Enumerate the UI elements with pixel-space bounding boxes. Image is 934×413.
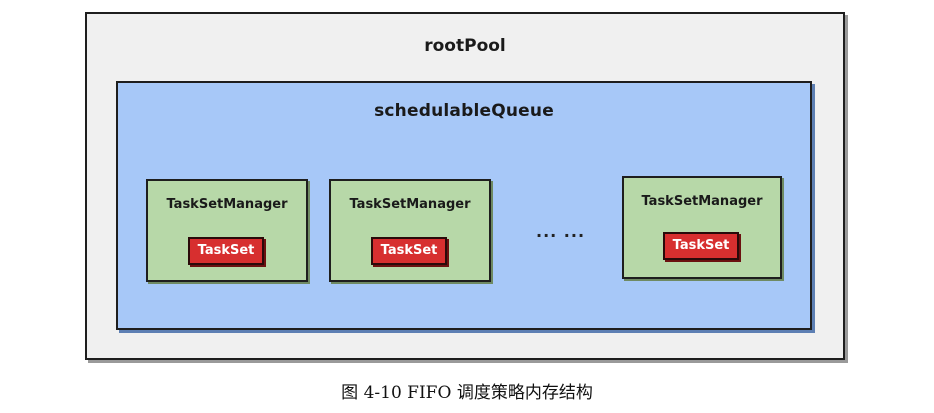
figure-caption: 图 4-10 FIFO 调度策略内存结构 (341, 383, 593, 403)
task-set-manager-3: TaskSetManager TaskSet (622, 176, 782, 279)
schedulable-queue-title: schedulableQueue (374, 101, 554, 121)
task-set-box: TaskSet (663, 232, 739, 260)
task-set-box: TaskSet (371, 237, 447, 265)
task-set-box: TaskSet (188, 237, 264, 265)
root-pool-title: rootPool (424, 36, 506, 56)
task-set-manager-title: TaskSetManager (166, 197, 288, 212)
ellipsis: ... ... (536, 222, 586, 241)
task-set-manager-2: TaskSetManager TaskSet (329, 179, 491, 282)
task-set-manager-title: TaskSetManager (349, 197, 471, 212)
task-set-manager-title: TaskSetManager (641, 194, 763, 209)
task-set-manager-1: TaskSetManager TaskSet (146, 179, 308, 282)
